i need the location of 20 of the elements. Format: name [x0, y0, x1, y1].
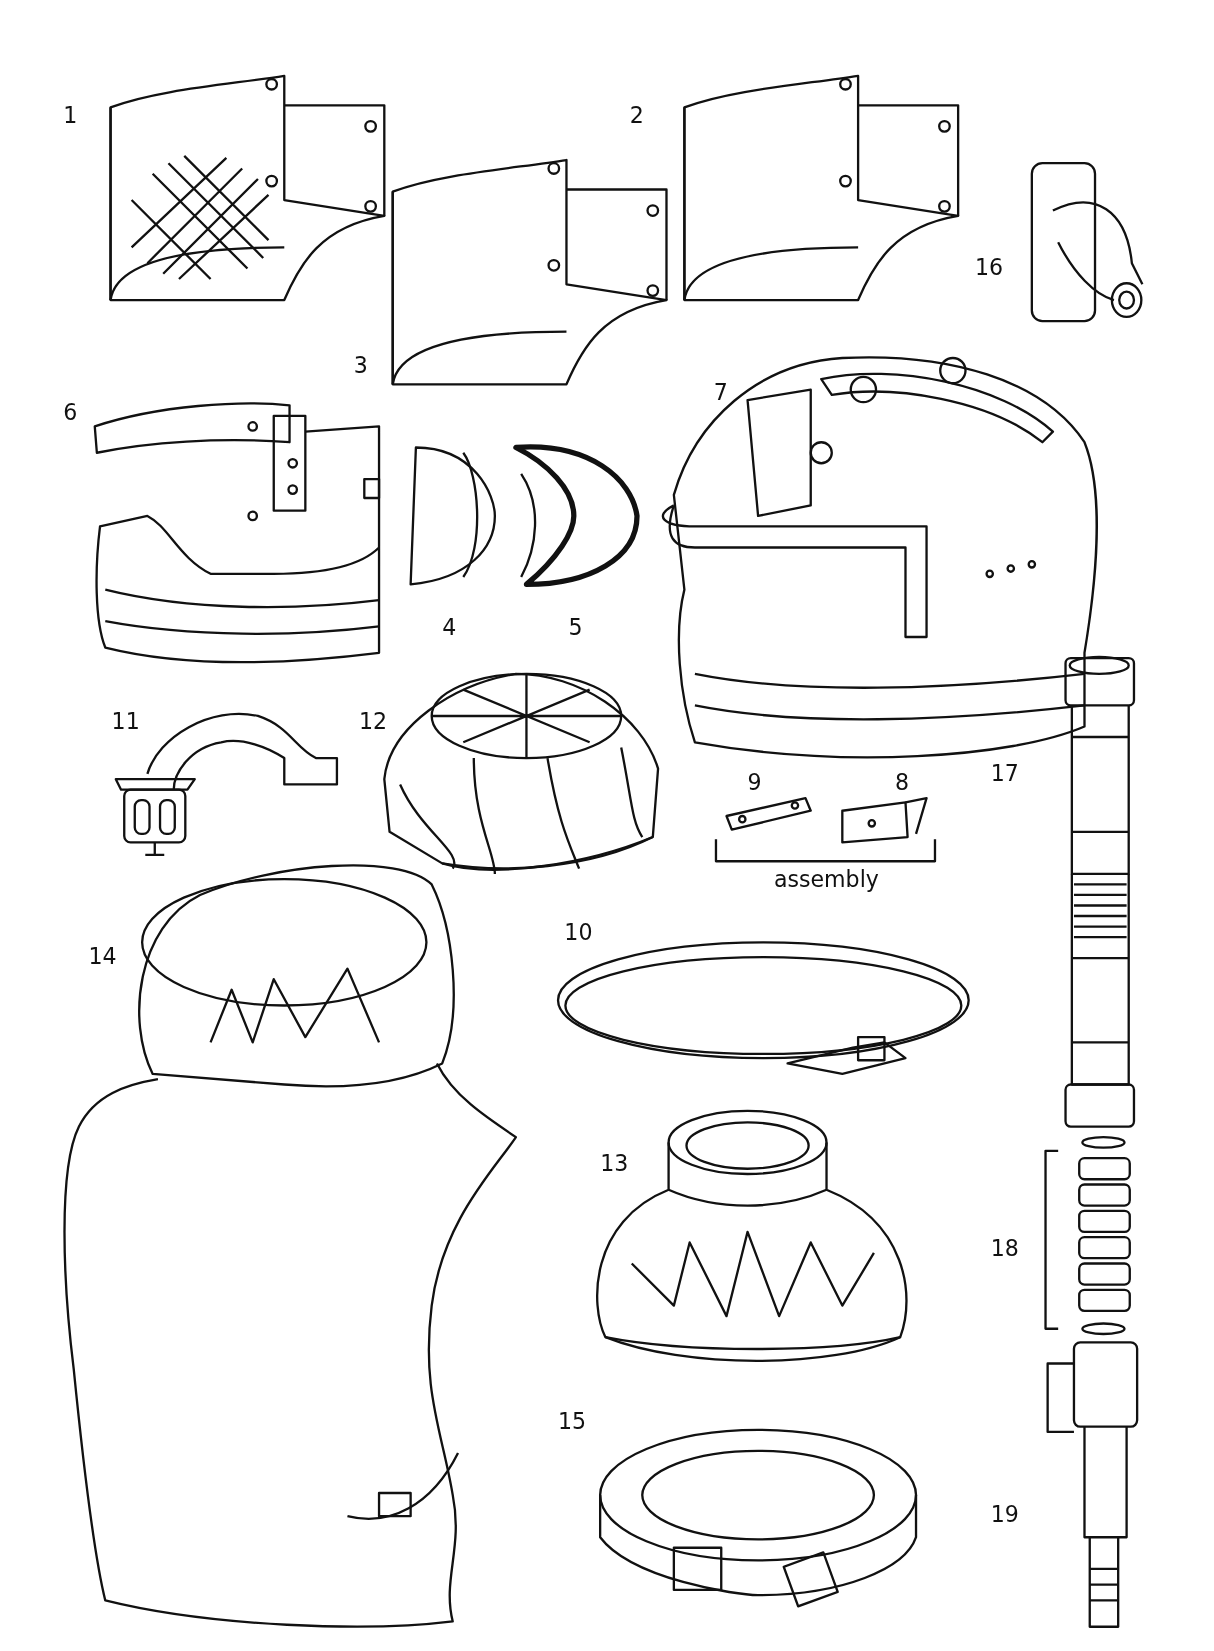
callout-number: 3 [353, 354, 368, 377]
callout-number: 1 [63, 105, 78, 128]
callout-number: 14 [88, 946, 117, 969]
callout-number: 16 [975, 256, 1004, 279]
callout-number: 7 [713, 382, 728, 405]
callout-number: 18 [990, 1238, 1019, 1261]
callout-number: 5 [568, 617, 583, 640]
callout-number: 13 [600, 1152, 629, 1176]
callout-number: 12 [359, 710, 388, 733]
callout-number: 19 [990, 1504, 1019, 1527]
group-caption: assembly [773, 868, 879, 891]
callout-number: 17 [990, 763, 1019, 786]
callout-number: 8 [894, 771, 910, 794]
callout-number: 6 [63, 402, 78, 425]
callout-number: 9 [747, 771, 762, 794]
callout-number: 10 [564, 922, 593, 945]
callout-number: 15 [558, 1410, 587, 1433]
callout-number: 11 [111, 710, 140, 733]
callout-number: 2 [629, 105, 644, 128]
callout-number: 4 [442, 617, 457, 640]
